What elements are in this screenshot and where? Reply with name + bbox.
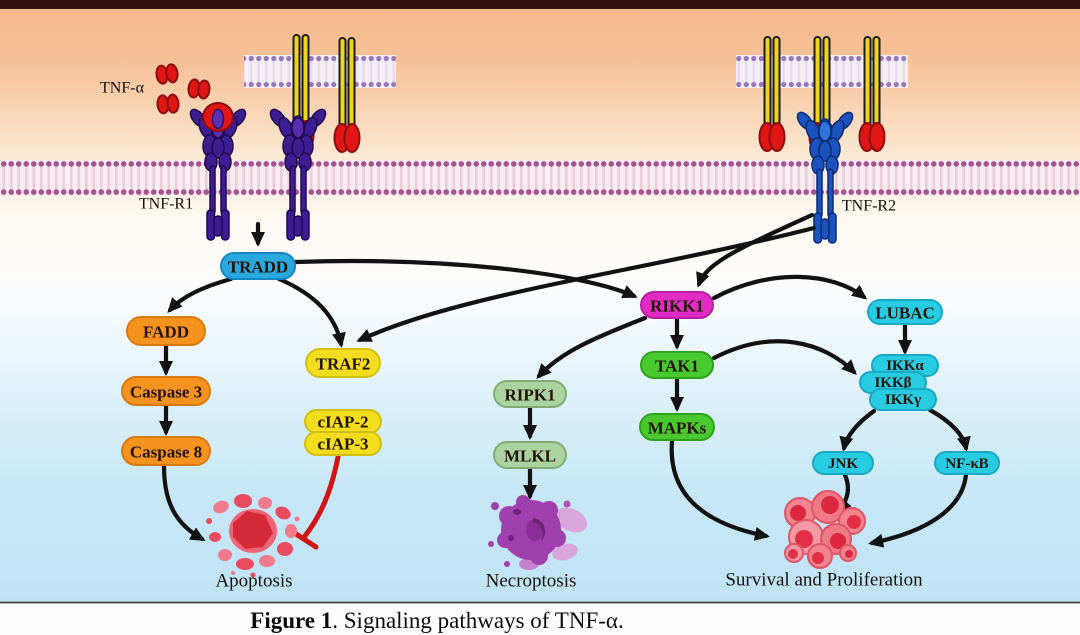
tnf-r1-receptor-b: [266, 105, 330, 241]
node-jnk-label: JNK: [828, 456, 858, 472]
figure-caption: Figure 1. Signaling pathways of TNF-α.: [250, 608, 623, 633]
node-fadd-label: FADD: [143, 323, 189, 342]
survival-cell-cluster: [784, 490, 866, 569]
figure-caption-number: Figure 1: [250, 608, 332, 633]
arrow-ikk-nfkb: [927, 407, 971, 452]
node-tradd-label: TRADD: [228, 258, 288, 277]
plasma-membrane: [0, 160, 1080, 196]
tnf-alpha-ligands: [154, 62, 234, 132]
node-ripk1: RIPK1: [493, 380, 567, 408]
node-ciap2: cIAP-2: [304, 409, 382, 434]
node-tradd: TRADD: [220, 252, 296, 280]
node-ikkb-label: IKKβ: [874, 375, 911, 391]
necroptosis-label: Necroptosis: [486, 571, 577, 592]
arrow-tradd-rikk1: [293, 258, 638, 299]
node-fadd: FADD: [126, 316, 206, 346]
node-traf2-label: TRAF2: [316, 355, 371, 374]
node-caspase3: Caspase 3: [121, 376, 211, 406]
figure-caption-title: . Signaling pathways of TNF-α.: [332, 608, 623, 633]
necroptosis-cell: [488, 495, 588, 570]
node-rikk1-label: RIKK1: [650, 297, 704, 316]
arrow-tradd-fadd: [167, 276, 234, 313]
signal-arrows: [159, 212, 971, 550]
caption-band: [0, 602, 1080, 635]
node-ripk1-label: RIPK1: [505, 386, 556, 405]
node-mapks: MAPKs: [639, 413, 715, 441]
node-ikkb: IKKβ: [859, 371, 927, 394]
top-border-bar: [0, 0, 1080, 9]
node-ikka-label: IKKα: [886, 358, 924, 374]
node-mlkl-label: MLKL: [504, 447, 556, 466]
arrow-ikk-jnk: [839, 408, 877, 452]
node-ciap3: cIAP-3: [304, 431, 382, 456]
arrow-r2-traf2: [356, 225, 817, 343]
node-jnk: JNK: [812, 451, 874, 475]
node-lubac-label: LUBAC: [875, 304, 935, 323]
apoptosis-label: Apoptosis: [215, 571, 292, 592]
arrow-rikk1-lubac: [711, 274, 868, 301]
node-lubac: LUBAC: [867, 299, 943, 325]
node-ikkg-label: IKKγ: [885, 392, 921, 408]
node-caspase8: Caspase 8: [121, 436, 211, 466]
node-ikka: IKKα: [871, 354, 939, 377]
pathway-nodes: TRADD FADD Caspase 3 Caspase 8 TRAF2 cIA…: [121, 252, 1000, 475]
node-caspase3-label: Caspase 3: [130, 383, 202, 402]
arrow-tak1-ikk: [711, 339, 857, 375]
tnf-r1-label: TNF-R1: [139, 196, 193, 213]
node-mlkl: MLKL: [493, 441, 567, 469]
node-nfkb-label: NF-κB: [945, 456, 988, 472]
node-ikkg: IKKγ: [869, 388, 937, 411]
node-traf2: TRAF2: [305, 348, 381, 378]
node-rikk1: RIKK1: [640, 291, 714, 319]
node-ciap3-label: cIAP-3: [318, 435, 369, 454]
arrow-rikk1-ripk1: [536, 315, 648, 379]
node-caspase8-label: Caspase 8: [130, 443, 202, 462]
tnf-r2-receptor: [793, 108, 857, 244]
arrow-tradd-traf2: [276, 276, 346, 348]
node-tak1: TAK1: [640, 351, 714, 379]
tnf-alpha-label: TNF-α: [100, 80, 145, 97]
node-tak1-label: TAK1: [655, 357, 699, 376]
apoptosis-cell: [206, 494, 300, 578]
survival-label: Survival and Proliferation: [725, 570, 923, 591]
arrow-nfkb-survival: [868, 472, 969, 548]
arrow-caspase8-apoptosis: [161, 463, 206, 542]
arrow-mapks-survival: [669, 438, 770, 541]
arrow-r2-rikk1: [696, 212, 815, 288]
tnf-r2-label: TNF-R2: [842, 198, 896, 215]
node-ciap2-label: cIAP-2: [318, 413, 369, 432]
node-mapks-label: MAPKs: [648, 419, 707, 438]
node-nfkb: NF-κB: [934, 451, 1000, 475]
